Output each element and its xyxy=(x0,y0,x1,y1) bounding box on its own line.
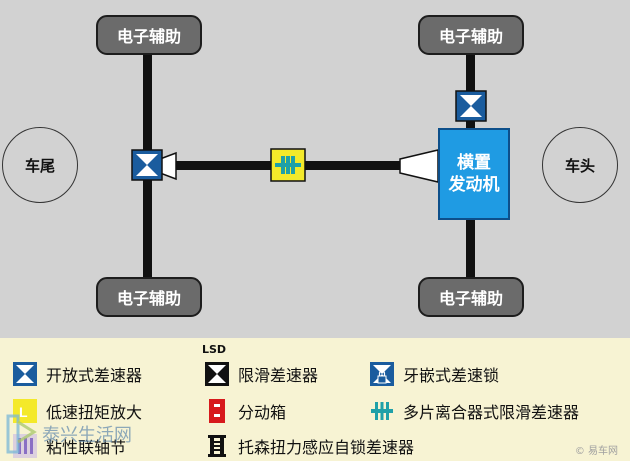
legend-open-diff-label: 开放式差速器 xyxy=(46,366,143,385)
legend-torsen-label: 托森扭力感应自锁差速器 xyxy=(238,438,415,457)
transverse-engine: 横置 发动机 xyxy=(438,128,510,220)
legend-multi-plate-label: 多片离合器式限滑差速器 xyxy=(403,403,580,422)
transfer-case-icon xyxy=(209,399,225,423)
lsd-icon xyxy=(205,362,229,386)
legend-locking-diff-label: 牙嵌式差速锁 xyxy=(403,366,500,385)
rear-open-diff-icon xyxy=(131,149,177,181)
legend-panel: 开放式差速器 LSD 限滑差速器 牙嵌式差速锁 L 低速扭矩放大 xyxy=(0,338,630,461)
legend-torque-amplifier-label: 低速扭矩放大 xyxy=(46,403,143,422)
legend-locking-diff: 牙嵌式差速锁 xyxy=(369,362,499,386)
legend-lsd-label: 限滑差速器 xyxy=(238,366,319,385)
locking-diff-icon xyxy=(370,362,394,386)
wheel-front-top: 电子辅助 xyxy=(418,15,524,55)
legend-open-diff: 开放式差速器 xyxy=(12,362,142,386)
wheel-rear-top: 电子辅助 xyxy=(96,15,202,55)
watermark-text: 泰兴生活网 xyxy=(42,425,132,446)
legend-multi-plate: 多片离合器式限滑差速器 xyxy=(369,399,579,423)
engine-label-line2: 发动机 xyxy=(448,175,500,195)
legend-viscous-label: 粘性联轴节 xyxy=(46,438,127,457)
center-multi-plate-coupling-icon xyxy=(270,148,306,182)
front-open-diff-icon xyxy=(455,90,487,122)
legend-torsen: 托森扭力感应自锁差速器 xyxy=(204,434,414,458)
rear-label: 车尾 xyxy=(2,127,78,203)
watermark-corner: © 易车网 xyxy=(574,446,618,457)
multi-plate-icon xyxy=(371,402,393,420)
legend-transfer-case-label: 分动箱 xyxy=(238,403,287,422)
svg-text:L: L xyxy=(19,404,28,420)
watermark: 泰兴生活网 xyxy=(4,412,132,456)
engine-label-line1: 横置 xyxy=(457,152,491,173)
lsd-badge: LSD xyxy=(202,343,227,356)
torsen-icon xyxy=(208,435,226,457)
wheel-rear-bottom: 电子辅助 xyxy=(96,277,202,317)
legend-lsd: LSD 限滑差速器 xyxy=(202,343,319,386)
legend-transfer-case: 分动箱 xyxy=(204,399,286,423)
watermark-logo-icon xyxy=(6,414,37,454)
wheel-front-bottom: 电子辅助 xyxy=(418,277,524,317)
front-label: 车头 xyxy=(542,127,618,203)
drivetrain-diagram: 电子辅助 电子辅助 电子辅助 电子辅助 车尾 车头 横置 发动机 xyxy=(2,15,618,317)
open-diff-icon xyxy=(13,362,37,386)
transfer-cone-icon xyxy=(399,149,439,183)
